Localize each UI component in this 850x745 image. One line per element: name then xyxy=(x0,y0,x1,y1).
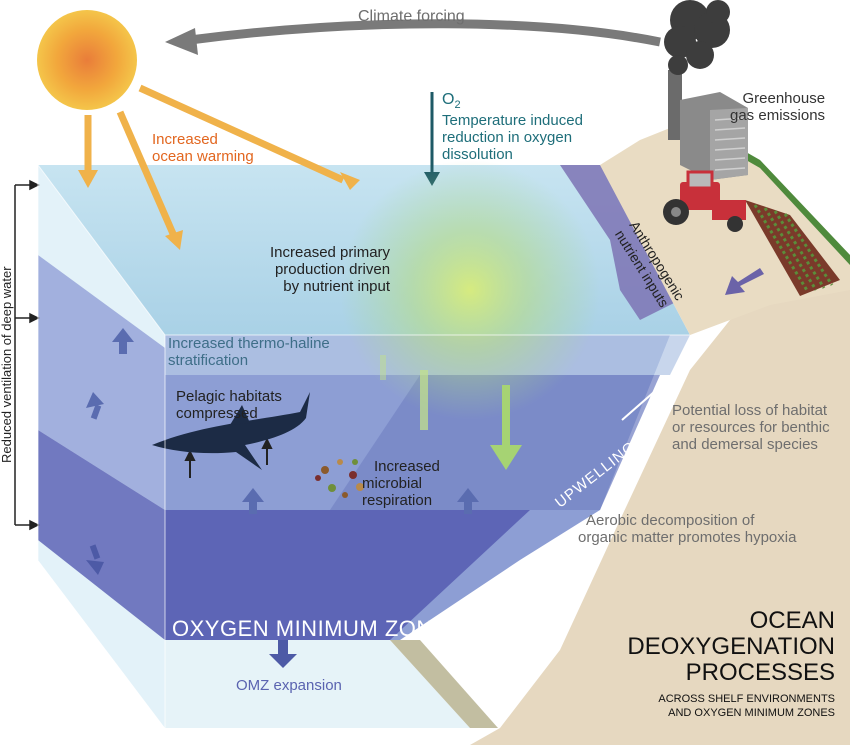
production-line-3: by nutrient input xyxy=(283,278,391,295)
ocean-warming-line-2: ocean warming xyxy=(152,148,254,165)
greenhouse-line-1: Greenhouse xyxy=(742,90,826,107)
factory-icon xyxy=(668,70,748,180)
microbial-label: Increased microbial respiration xyxy=(362,458,440,509)
pelagic-line-2: compressed xyxy=(176,405,258,422)
upwelling-arrow xyxy=(621,384,663,421)
title-line-3: PROCESSES xyxy=(685,659,835,686)
sun-icon xyxy=(37,10,137,110)
habitat-line-1: Potential loss of habitat xyxy=(672,402,828,419)
stratification-label: Increased thermo-haline stratification xyxy=(168,335,330,369)
nutrient-input-arrow xyxy=(725,268,764,295)
tractor-icon xyxy=(663,170,746,232)
pelagic-label: Pelagic habitats compressed xyxy=(176,388,282,422)
main-title: OCEAN DEOXYGENATION PROCESSES xyxy=(620,608,835,686)
omz-layer xyxy=(165,510,530,640)
habitat-loss-label: Potential loss of habitat or resources f… xyxy=(672,402,830,453)
microbial-line-3: respiration xyxy=(362,492,433,509)
stratification-line-2: stratification xyxy=(168,352,249,369)
slope-water xyxy=(330,375,660,510)
title-line-2: DEOXYGENATION xyxy=(627,633,835,660)
upward-arrows xyxy=(86,328,479,514)
compression-arrows xyxy=(184,437,273,478)
temperature-reduction-label: Temperature induced reduction in oxygen … xyxy=(442,112,583,163)
aerobic-line-2: organic matter promotes hypoxia xyxy=(578,529,797,546)
bottom-water xyxy=(165,640,470,728)
production-line-2: production driven xyxy=(274,261,391,278)
smoke-icon xyxy=(664,0,730,75)
pelagic-line-1: Pelagic habitats xyxy=(176,388,282,405)
o2-subscript: 2 xyxy=(454,99,461,112)
title-line-1: OCEAN xyxy=(749,607,835,634)
field-icon xyxy=(745,200,840,296)
production-plume xyxy=(340,160,600,420)
shelf-shadow xyxy=(390,640,498,728)
subtitle-line-1: ACROSS SHELF ENVIRONMENTS xyxy=(658,693,835,705)
land-top xyxy=(600,120,850,335)
omz-label: OXYGEN MINIMUM ZONE xyxy=(172,616,448,641)
habitat-line-3: and demersal species xyxy=(672,436,818,453)
downward-arrows xyxy=(86,544,297,668)
omz-expansion-label: OMZ expansion xyxy=(236,677,342,694)
ventilation-label: Reduced ventilation of deep water xyxy=(0,266,14,463)
temperature-line-1: Temperature induced xyxy=(442,112,583,129)
temperature-line-2: reduction in oxygen xyxy=(442,129,573,146)
ocean-warming-label: Increased ocean warming xyxy=(152,131,254,165)
greenhouse-line-2: gas emissions xyxy=(730,107,826,124)
shark-icon xyxy=(152,392,310,470)
subtitle-line-2: AND OXYGEN MINIMUM ZONES xyxy=(668,707,835,719)
greenhouse-label: Greenhouse gas emissions xyxy=(730,90,825,124)
ocean-warming-line-1: Increased xyxy=(152,131,218,148)
sinking-arrows xyxy=(380,355,522,470)
temperature-line-3: dissolution xyxy=(442,146,513,163)
microbial-line-1: Increased xyxy=(374,458,440,475)
stratification-line-1: Increased thermo-haline xyxy=(168,335,330,352)
primary-production-label: Increased primary production driven by n… xyxy=(270,244,390,295)
o2-symbol: O xyxy=(442,91,455,108)
aerobic-label: Aerobic decomposition of organic matter … xyxy=(578,512,796,546)
aerobic-line-1: Aerobic decomposition of xyxy=(586,512,755,529)
shelf-water xyxy=(560,165,680,320)
climate-forcing-arrow xyxy=(189,19,661,47)
subtitle: ACROSS SHELF ENVIRONMENTS AND OXYGEN MIN… xyxy=(620,692,835,720)
o2-label: O2 xyxy=(442,91,461,114)
front-face-omz-layer xyxy=(38,430,165,640)
production-line-1: Increased primary xyxy=(270,244,391,261)
habitat-line-2: or resources for benthic xyxy=(672,419,830,436)
climate-forcing-label: Climate forcing xyxy=(358,8,465,25)
front-face-mid-layer xyxy=(38,255,165,510)
ventilation-bracket xyxy=(14,179,40,531)
microbes-icon xyxy=(315,459,364,498)
block-outline xyxy=(37,164,690,728)
microbial-line-2: microbial xyxy=(362,475,423,492)
warming-arrows xyxy=(84,84,345,238)
